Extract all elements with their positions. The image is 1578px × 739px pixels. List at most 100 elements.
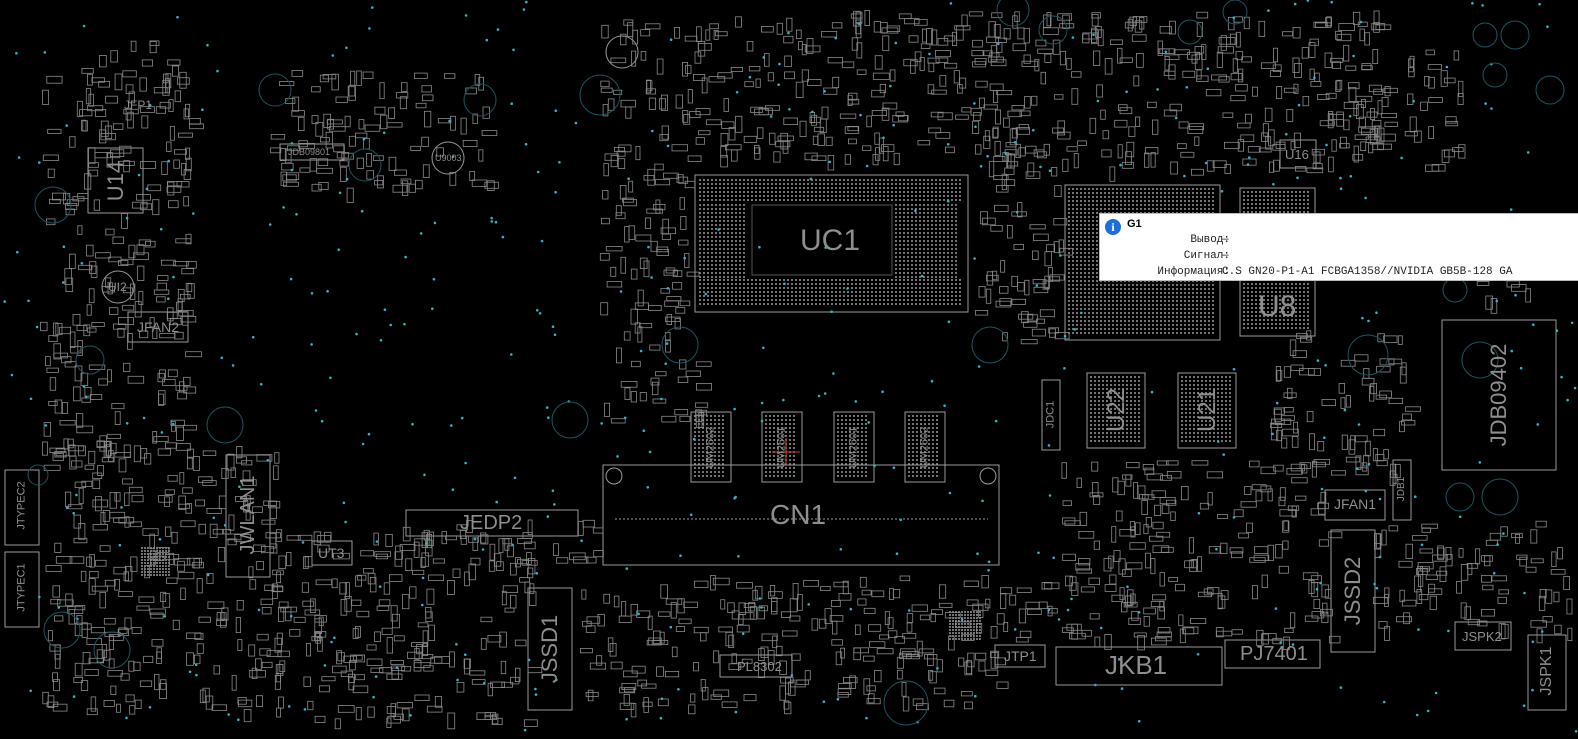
smd-pads-11 (42, 440, 290, 723)
label-um2501: UM2501 (775, 426, 788, 469)
label-ui2: UI2 (108, 280, 127, 294)
label-u22: U22 (1103, 387, 1130, 433)
label-uc1: UC1 (800, 224, 861, 257)
u16-outline[interactable] (1279, 139, 1317, 169)
uc1-balls-right (895, 204, 957, 278)
ui2-outline[interactable] (101, 270, 135, 304)
smd-pads-10 (1373, 520, 1573, 644)
u14-outline[interactable] (87, 147, 144, 214)
label-jtypec1: JTYPEC1 (15, 563, 28, 612)
label-jdb09402: JDB09402 (1486, 343, 1511, 447)
label-jssd2: JSSD2 (1340, 556, 1365, 626)
smd-pads-8 (1270, 330, 1421, 486)
label-jfan1: JFAN1 (1334, 496, 1377, 512)
u22-balls (1090, 376, 1140, 442)
label-jtp1: JTP1 (1004, 648, 1037, 664)
cursor-marker (772, 438, 800, 466)
label-jspk1: JSPK1 (1538, 646, 1555, 696)
label-jfp1: JFP1 (124, 98, 153, 112)
smd-pads-12 (269, 529, 543, 730)
jspk1-outline[interactable] (1527, 634, 1567, 711)
jtypec2-outline[interactable] (4, 469, 40, 546)
jdc1-outline[interactable] (1041, 379, 1061, 451)
u9003-outline[interactable] (431, 141, 465, 175)
uc1-balls-left (699, 204, 745, 278)
cn1-mount-left (605, 467, 623, 485)
info-icon: i (1105, 219, 1121, 235)
label-jspk2: JSPK2 (1462, 629, 1502, 644)
smd-pads-6 (604, 360, 713, 428)
label-jssd1: JSSD1 (537, 614, 562, 684)
uc1-die-area (751, 204, 893, 276)
label-um2502: UM2502 (704, 426, 717, 469)
popup-value: — (1222, 234, 1229, 246)
label-jdb09801: JDB09801 (288, 147, 331, 157)
smd-pads-5 (975, 160, 1074, 345)
jtp1-outline[interactable] (994, 644, 1046, 668)
jkb1-outline[interactable] (1055, 646, 1223, 686)
popup-key: Вывод: (1190, 234, 1230, 246)
um2601-outline[interactable] (833, 411, 875, 483)
uc1-balls-top (699, 179, 961, 201)
popup-title: G1 (1127, 218, 1142, 230)
um-balls-2 (837, 415, 867, 477)
label-u14: U14 (103, 160, 128, 202)
label-jkb1: JKB1 (1105, 650, 1168, 680)
label-jdc1: JDC1 (1044, 400, 1057, 429)
u21-outline[interactable] (1177, 372, 1237, 449)
uc1-balls-bottom (699, 279, 961, 305)
popup-value: — (1222, 250, 1229, 262)
pl8302-outline[interactable] (719, 654, 793, 678)
smd-pads-9 (1061, 460, 1343, 651)
jtypec1-outline[interactable] (4, 551, 40, 628)
jspk2-outline[interactable] (1454, 621, 1512, 651)
popup-key: Сигнал: (1183, 250, 1230, 262)
smd-pads-7 (1327, 80, 1398, 161)
label-u9003: U9003 (435, 153, 462, 163)
um2501-outline[interactable] (761, 411, 803, 483)
label-cn1: CN1 (770, 499, 827, 530)
label-um2602: UM2602 (918, 426, 931, 469)
jdb1-outline[interactable] (1392, 459, 1412, 521)
jfan2-outline[interactable] (127, 311, 189, 343)
smd-pads-15 (1404, 49, 1466, 172)
um2502-outline[interactable] (690, 411, 732, 483)
popup-value: C.S GN20-P1-A1 FCBGA1358//NVIDIA GB5B-12… (1222, 266, 1513, 278)
um2602-outline[interactable] (904, 411, 946, 483)
label-u21: U21 (1194, 387, 1221, 433)
cn1-mount-right (979, 467, 997, 485)
label-jdb1: JDB1 (1396, 476, 1407, 502)
smd-pads-17 (399, 519, 604, 575)
jedp2-outline[interactable] (405, 509, 579, 537)
pu7000-outline[interactable] (605, 35, 639, 69)
um-balls-3 (908, 415, 938, 477)
vias (3, 0, 1578, 733)
ut3-outline[interactable] (311, 540, 353, 566)
smd-pads-3 (270, 70, 499, 203)
smd-pads-13 (580, 575, 1009, 718)
jdb09402-outline[interactable] (1441, 319, 1557, 471)
smd-pads-0 (600, 10, 1031, 171)
smd-pads-14 (996, 582, 1060, 643)
smd-pads-4 (599, 163, 700, 370)
u22-outline[interactable] (1086, 372, 1146, 449)
cn1-outline[interactable] (602, 464, 1000, 566)
label-u8: U8 (1258, 290, 1297, 323)
mounting-holes (27, 0, 1565, 726)
info-popup: i G1 Вывод: — Сигнал: — Информация: C.S … (1099, 213, 1578, 281)
label-u16: U16 (1285, 147, 1309, 162)
smd-pads-16 (1476, 280, 1531, 314)
smd-pads-1 (989, 10, 1392, 182)
um-balls-0 (694, 415, 724, 477)
label-jfan2: JFAN2 (137, 319, 180, 335)
label-pl8302: PL8302 (737, 659, 782, 674)
label-ut3: UT3 (318, 545, 345, 561)
label-pj7401: PJ7401 (1240, 643, 1308, 665)
label-jtypec2: JTYPEC2 (15, 481, 28, 530)
smd-pads-2 (40, 40, 204, 473)
label-um2601: UM2601 (847, 426, 860, 469)
jssd1-outline[interactable] (527, 587, 573, 711)
popup-key: Информация: (1157, 266, 1230, 278)
label-jwlan1: JWLAN1 (237, 475, 259, 555)
